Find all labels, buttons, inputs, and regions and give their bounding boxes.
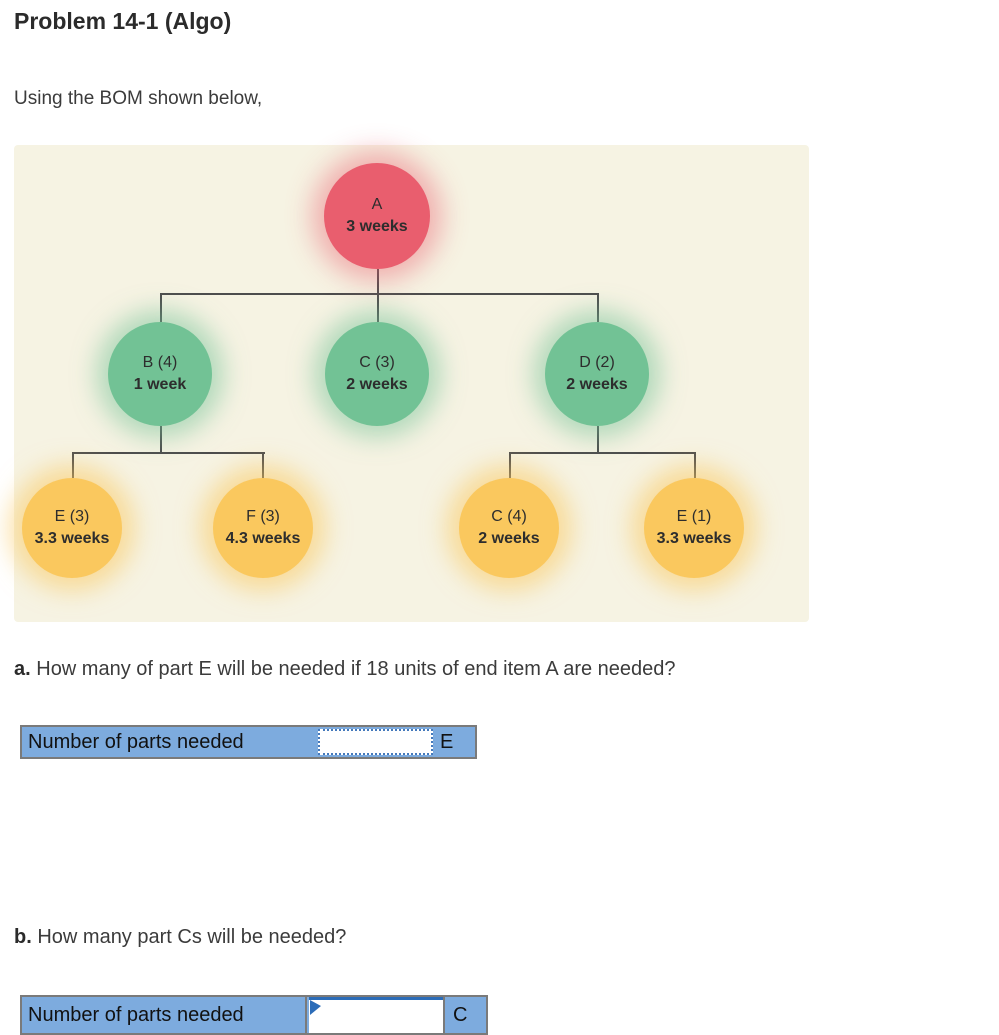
node-lead-time: 3.3 weeks: [656, 530, 732, 547]
connector-line: [694, 454, 696, 478]
question-b: b. How many part Cs will be needed?: [14, 926, 346, 949]
answer-row-a: Number of parts needed E: [20, 725, 477, 759]
intro-text: Using the BOM shown below,: [14, 88, 263, 109]
node-label: C (3): [359, 354, 395, 371]
answer-a-input[interactable]: [318, 729, 433, 755]
node-lead-time: 3.3 weeks: [34, 530, 110, 547]
node-label: D (2): [579, 354, 615, 371]
bom-diagram: A 3 weeks B (4) 1 week C (3) 2 weeks D (…: [14, 145, 809, 622]
connector-line: [160, 426, 162, 452]
answer-b-label: Number of parts needed: [28, 1003, 244, 1026]
answer-a-label: Number of parts needed: [28, 730, 244, 753]
bom-node-B: B (4) 1 week: [108, 322, 212, 426]
bom-node-F-under-B: F (3) 4.3 weeks: [213, 478, 313, 578]
connector-line: [377, 269, 379, 295]
connector-line: [597, 426, 599, 452]
page-title: Problem 14-1 (Algo): [14, 8, 232, 34]
node-lead-time: 2 weeks: [566, 376, 628, 393]
answer-a-unit: E: [440, 730, 454, 753]
connector-line: [72, 454, 74, 478]
node-label: B (4): [142, 354, 178, 371]
question-b-text: How many part Cs will be needed?: [31, 926, 347, 948]
answer-b-unit-cell: C: [443, 997, 486, 1033]
node-lead-time: 2 weeks: [346, 376, 408, 393]
node-lead-time: 3 weeks: [346, 218, 408, 235]
answer-b-input[interactable]: [309, 1000, 443, 1033]
answer-b-unit: C: [453, 1003, 468, 1026]
answer-b-cell: [309, 997, 443, 1033]
connector-line: [597, 295, 599, 322]
answer-b-label-cell: Number of parts needed: [22, 997, 307, 1033]
bom-node-A: A 3 weeks: [324, 163, 430, 269]
node-label: A: [371, 196, 383, 213]
bom-node-D: D (2) 2 weeks: [545, 322, 649, 426]
connector-line: [377, 295, 379, 322]
bom-node-E-under-B: E (3) 3.3 weeks: [22, 478, 122, 578]
question-a: a. How many of part E will be needed if …: [14, 658, 676, 681]
node-lead-time: 1 week: [133, 376, 187, 393]
question-a-text: How many of part E will be needed if 18 …: [30, 658, 676, 680]
bom-node-C-under-D: C (4) 2 weeks: [459, 478, 559, 578]
question-b-prefix: b.: [14, 926, 32, 948]
answer-row-b: Number of parts needed C: [20, 995, 488, 1035]
connector-line: [72, 452, 265, 454]
connector-line: [160, 295, 162, 322]
node-lead-time: 4.3 weeks: [225, 530, 301, 547]
connector-line: [509, 452, 696, 454]
connector-line: [160, 293, 599, 295]
question-a-prefix: a.: [14, 658, 31, 680]
bom-node-C: C (3) 2 weeks: [325, 322, 429, 426]
connector-line: [509, 454, 511, 478]
connector-line: [262, 454, 264, 478]
node-label: C (4): [491, 508, 527, 525]
node-label: E (1): [676, 508, 712, 525]
node-label: F (3): [246, 508, 280, 525]
node-label: E (3): [54, 508, 90, 525]
bom-node-E-under-D: E (1) 3.3 weeks: [644, 478, 744, 578]
node-lead-time: 2 weeks: [478, 530, 540, 547]
